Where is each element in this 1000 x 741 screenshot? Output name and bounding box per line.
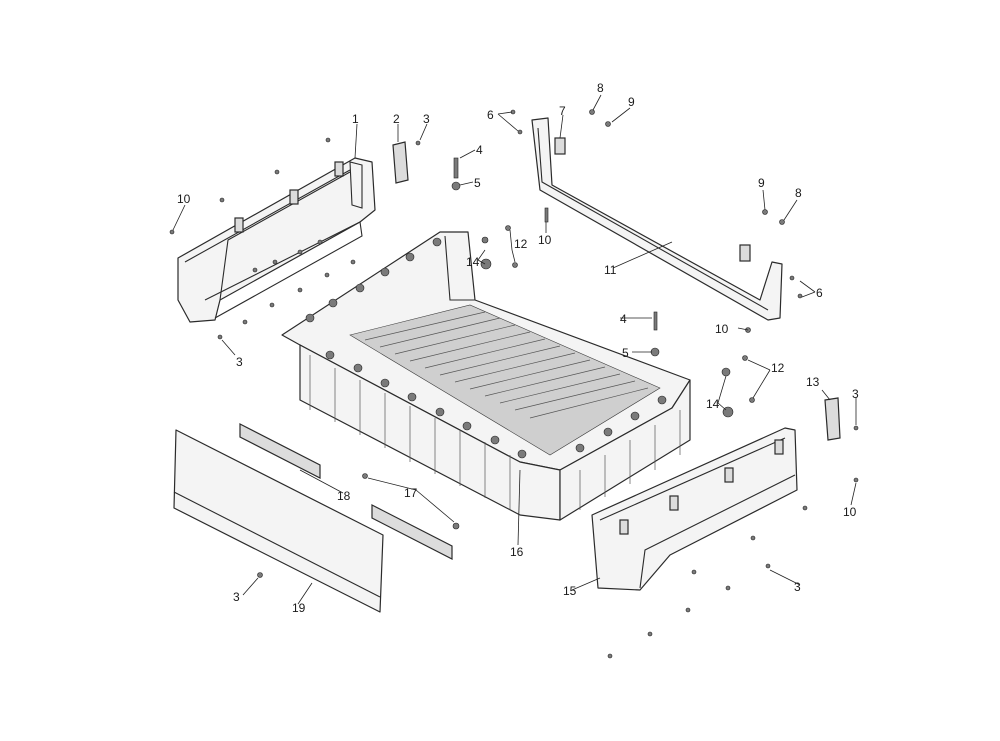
front-rail [531, 117, 783, 321]
tailgate-panel [173, 429, 384, 613]
callout-5: 5 [474, 176, 481, 190]
callout-17: 17 [404, 486, 418, 500]
callout-1: 1 [352, 112, 359, 126]
callout-9: 9 [628, 95, 635, 109]
bed-stake-pockets [305, 237, 667, 459]
callout-4: 4 [476, 143, 483, 157]
bed-floor-slats [349, 304, 661, 456]
fastener-hardware [169, 109, 859, 659]
callout-6: 6 [816, 286, 823, 300]
cargo-bed-box [281, 231, 691, 521]
callout-10: 10 [538, 233, 552, 247]
pad-part-2 [392, 141, 409, 184]
callout-10: 10 [843, 505, 857, 519]
callout-7: 7 [559, 104, 566, 118]
callout-8: 8 [597, 81, 604, 95]
callout-3: 3 [852, 387, 859, 401]
callout-16: 16 [510, 545, 524, 559]
callout-14: 14 [706, 397, 720, 411]
right-side-panel [591, 427, 798, 591]
callout-2: 2 [393, 112, 400, 126]
callout-3: 3 [236, 355, 243, 369]
callout-12: 12 [514, 237, 528, 251]
callout-4: 4 [620, 312, 627, 326]
callout-5: 5 [622, 346, 629, 360]
callout-19: 19 [292, 601, 306, 615]
leader-lines [172, 94, 857, 605]
callout-12: 12 [771, 361, 785, 375]
callout-10: 10 [715, 322, 729, 336]
callout-8: 8 [795, 186, 802, 200]
left-side-panel [177, 157, 376, 323]
callout-15: 15 [563, 584, 577, 598]
pad-part-13 [824, 397, 841, 441]
callout-10: 10 [177, 192, 191, 206]
callout-11: 11 [604, 263, 617, 277]
callout-9: 9 [758, 176, 765, 190]
tailgate-seals [239, 423, 453, 560]
callout-14: 14 [466, 255, 480, 269]
callout-18: 18 [337, 489, 351, 503]
callout-6: 6 [487, 108, 494, 122]
bed-support-ribs [309, 355, 681, 510]
callout-13: 13 [806, 375, 820, 389]
callout-labels: 1 2 3 3 3 3 3 4 4 5 5 6 6 7 8 8 9 9 10 1… [177, 81, 859, 615]
callout-3: 3 [233, 590, 240, 604]
callout-3: 3 [423, 112, 430, 126]
callout-3: 3 [794, 580, 801, 594]
